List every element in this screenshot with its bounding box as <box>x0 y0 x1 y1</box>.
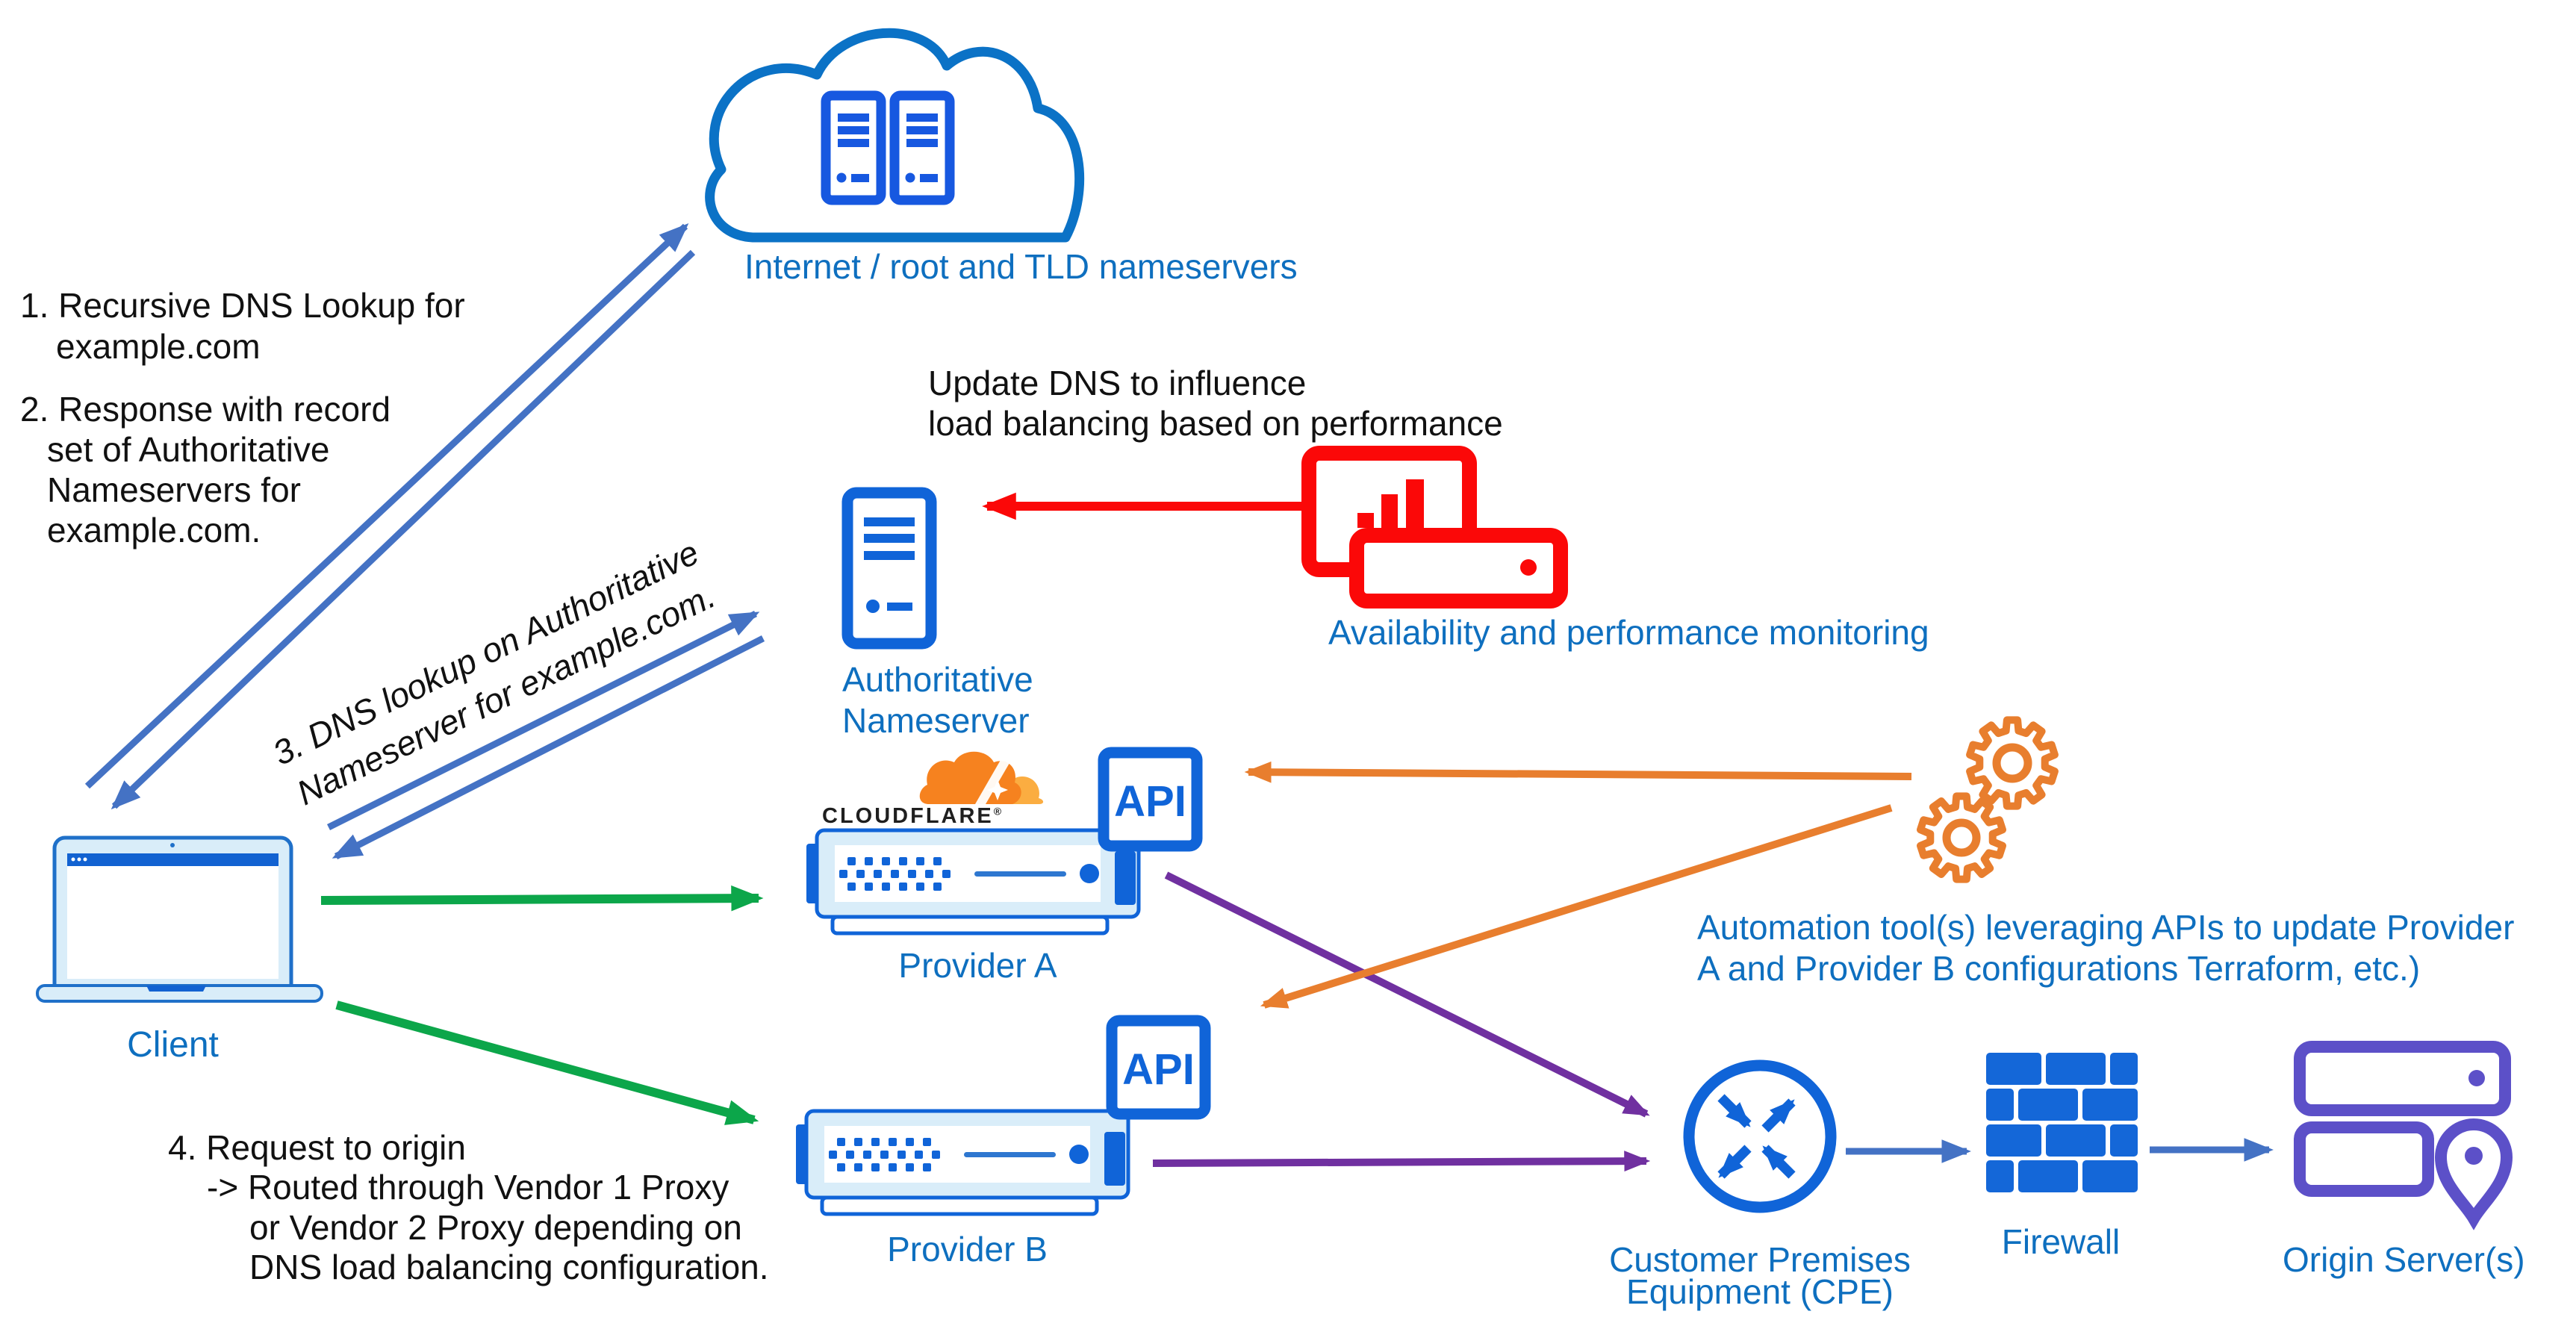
automation-label-line2: A and Provider B configurations Terrafor… <box>1697 949 2421 988</box>
note-step4-line2: -> Routed through Vendor 1 Proxy <box>207 1168 729 1207</box>
note-step4-line3: or Vendor 2 Proxy depending on <box>249 1208 742 1247</box>
rack-icon <box>895 96 950 200</box>
monitoring-label: Availability and performance monitoring <box>1328 613 1929 652</box>
cpe-label-line1: Customer Premises <box>1609 1240 1911 1279</box>
cloudflare-registered-mark: ® <box>993 805 1004 818</box>
authoritative-nameserver-icon <box>841 487 937 650</box>
api-a-label: API <box>1114 777 1186 826</box>
note-step1-line1: 1. Recursive DNS Lookup for <box>20 286 465 325</box>
cpe-router-icon <box>1683 1059 1837 1213</box>
proxy-routing-arrows <box>1152 871 1651 1172</box>
automation-label-line1: Automation tool(s) leveraging APIs to up… <box>1697 908 2515 947</box>
internet-label: Internet / root and TLD nameservers <box>744 247 1298 286</box>
note-step4-line4: DNS load balancing configuration. <box>249 1248 769 1286</box>
dns-recursive-arrows <box>84 222 696 810</box>
origin-server-icon <box>2294 1041 2513 1230</box>
rack-icon <box>826 96 881 200</box>
note-step2-line2: set of Authoritative <box>47 430 330 469</box>
authoritative-label-line2: Nameserver <box>842 701 1030 740</box>
client-label: Client <box>127 1025 219 1065</box>
provider-a-appliance-icon <box>806 830 1139 933</box>
provider-a-label: Provider A <box>898 946 1057 985</box>
note-step2-line4: example.com. <box>47 511 261 550</box>
note-update-dns-line2: load balancing based on performance <box>928 404 1503 443</box>
dns-authoritative-arrows <box>326 610 765 860</box>
provider-b-appliance-icon <box>796 1111 1128 1214</box>
cloudflare-wordmark: CLOUDFLARE® <box>822 804 1004 829</box>
note-step2-line1: 2. Response with record <box>20 390 391 429</box>
origin-label: Origin Server(s) <box>2283 1240 2525 1279</box>
firewall-label: Firewall <box>2001 1222 2121 1261</box>
client-laptop-icon <box>36 835 323 1003</box>
internet-cloud-icon <box>705 28 1085 243</box>
note-step1-line2: example.com <box>56 327 261 366</box>
firewall-icon <box>1986 1053 2138 1192</box>
note-update-dns-line1: Update DNS to influence <box>928 364 1307 402</box>
monitoring-icon <box>1301 446 1568 609</box>
authoritative-label-line1: Authoritative <box>842 660 1033 699</box>
automation-arrows <box>1244 761 1912 1009</box>
note-step4-line1: 4. Request to origin <box>168 1128 466 1167</box>
request-arrows <box>320 885 764 1125</box>
cpe-label-line2: Equipment (CPE) <box>1626 1272 1894 1311</box>
automation-gears-icon <box>1917 716 2059 883</box>
cloudflare-text: CLOUDFLARE <box>822 804 994 828</box>
provider-b-label: Provider B <box>887 1230 1048 1269</box>
note-step2-line3: Nameservers for <box>47 470 301 509</box>
cloudflare-logo-icon <box>919 751 1044 804</box>
api-b-label: API <box>1122 1045 1195 1094</box>
